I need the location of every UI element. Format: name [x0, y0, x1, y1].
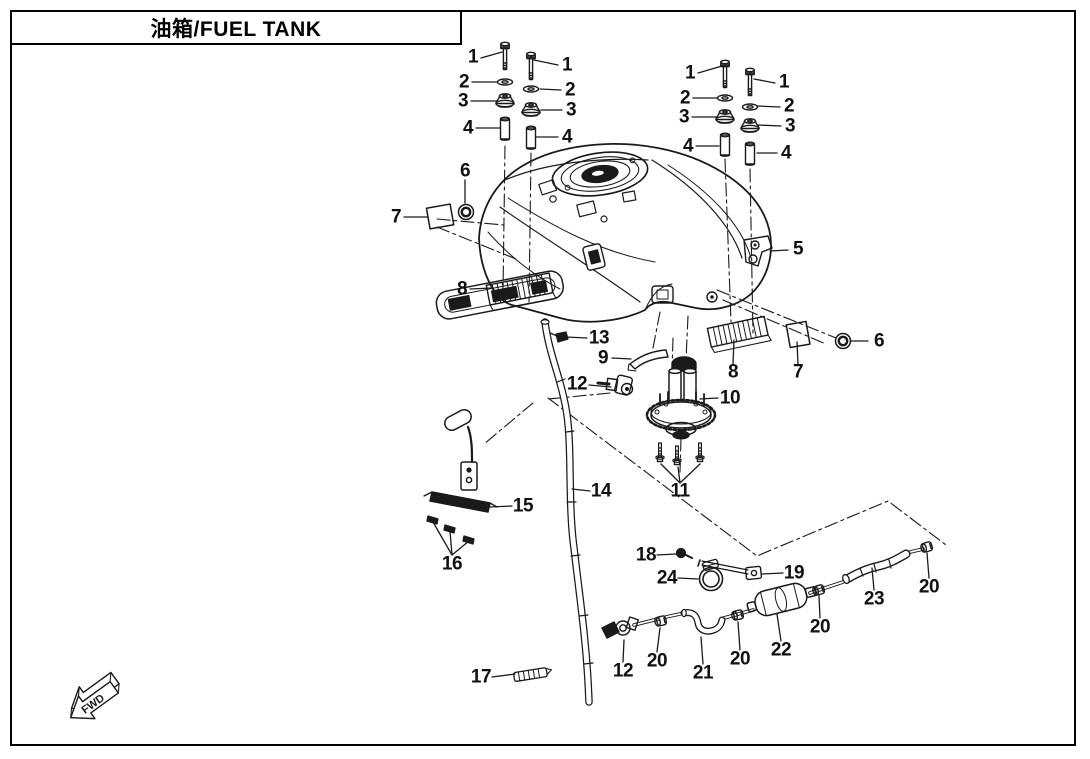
hardware-set-d: [740, 67, 760, 166]
callout-16: 16: [441, 553, 463, 575]
page-title: 油箱/FUEL TANK: [150, 17, 322, 41]
callout-20: 20: [729, 648, 751, 670]
hardware-set-c: [715, 59, 735, 157]
callout-1: 1: [561, 54, 573, 76]
drain-hose-14: [540, 318, 594, 706]
callout-24: 24: [656, 567, 678, 589]
tank-bracket-5: [743, 235, 773, 267]
callout-20: 20: [646, 650, 668, 672]
callout-20: 20: [809, 616, 831, 638]
callout-15: 15: [512, 495, 534, 517]
filler-cap: [551, 151, 649, 197]
grommet-6-left: [457, 203, 475, 221]
phantom-lines: [436, 145, 947, 557]
callout-13: 13: [588, 327, 610, 349]
hardware-set-a: [495, 41, 515, 141]
callout-11: 11: [670, 480, 690, 502]
callout-3: 3: [678, 106, 690, 128]
pump-bolts-11: [655, 442, 705, 466]
pad-7-right: [785, 320, 811, 349]
callout-4: 4: [682, 135, 694, 157]
connector-12-bottom: [601, 616, 640, 639]
leader-lines: [403, 51, 930, 678]
hardware-set-b: [521, 51, 541, 150]
callout-8: 8: [456, 278, 468, 300]
callout-14: 14: [590, 480, 612, 502]
elbow-21: [680, 608, 726, 635]
callout-6: 6: [459, 160, 471, 182]
hose-9: [627, 349, 669, 372]
callout-2: 2: [679, 87, 691, 109]
callout-4: 4: [462, 117, 474, 139]
callout-18: 18: [635, 544, 657, 566]
callout-8: 8: [727, 361, 739, 383]
callout-17: 17: [470, 666, 492, 688]
hose-23: [842, 549, 911, 585]
callout-10: 10: [719, 387, 741, 409]
callout-12: 12: [612, 660, 634, 682]
callout-20: 20: [918, 576, 940, 598]
fuel-pump-10: [645, 356, 717, 440]
callout-3: 3: [565, 99, 577, 121]
callout-19: 19: [783, 562, 805, 584]
page-border: [10, 10, 1076, 746]
callout-4: 4: [780, 142, 792, 164]
fuel-line-assembly: [601, 540, 934, 639]
callout-3: 3: [457, 90, 469, 112]
breather-17: [513, 667, 552, 682]
callout-2: 2: [783, 95, 795, 117]
callout-2: 2: [564, 79, 576, 101]
callout-7: 7: [792, 361, 804, 383]
callout-2: 2: [458, 71, 470, 93]
pad-8-left: [485, 272, 557, 312]
callout-1: 1: [778, 71, 790, 93]
grommet-6-right: [834, 332, 852, 350]
callout-12: 12: [566, 373, 588, 395]
fuel-sender-15: [423, 408, 498, 513]
callout-22: 22: [770, 639, 792, 661]
connector-12-top: [596, 374, 634, 396]
callout-1: 1: [467, 46, 479, 68]
clamp-ring-24: [698, 558, 724, 592]
callout-23: 23: [863, 588, 885, 610]
callout-5: 5: [792, 238, 804, 260]
callout-1: 1: [684, 62, 696, 84]
pad-8-right: [706, 315, 772, 354]
screw-18: [675, 547, 693, 559]
sender-screws-16: [426, 515, 475, 545]
fuel-tank: [478, 143, 772, 323]
fwd-arrow: FWD: [70, 671, 120, 720]
callout-4: 4: [561, 126, 573, 148]
pad-7-left: [425, 203, 455, 230]
fuel-filter-22: [746, 582, 818, 617]
callout-6: 6: [873, 330, 885, 352]
bracket-19: [697, 559, 763, 581]
title-box: 油箱/FUEL TANK: [10, 10, 462, 45]
callout-21: 21: [692, 662, 714, 684]
callout-3: 3: [784, 115, 796, 137]
callout-7: 7: [390, 206, 402, 228]
callout-9: 9: [597, 347, 609, 369]
